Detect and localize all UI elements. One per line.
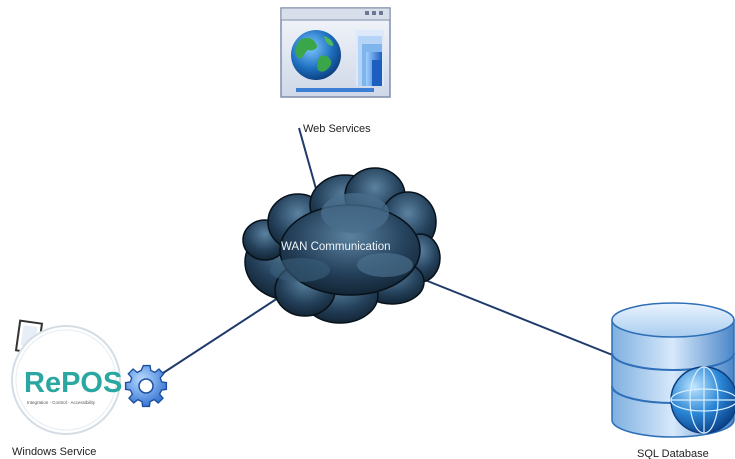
- repos-logo-text: RePOS: [24, 367, 122, 399]
- repos-logo-tagline: Integration · Control · Accessibility: [27, 400, 96, 405]
- connector-wan-sql: [424, 279, 621, 359]
- dark-cloud-icon: [242, 167, 441, 324]
- web-services-label: Web Services: [303, 123, 371, 135]
- repos-monitor-gear-icon: RePOS Integration · Control · Accessibil…: [11, 319, 168, 435]
- sql-database-label: SQL Database: [637, 448, 709, 459]
- windows-service-label: Windows Service: [12, 446, 96, 458]
- connector-wan-windows-service: [159, 297, 279, 376]
- database-cylinder-globe-icon: [611, 302, 735, 438]
- connector-wan-web: [298, 127, 319, 197]
- wan-communication-label: WAN Communication: [281, 241, 391, 253]
- gear-icon: [124, 364, 168, 408]
- browser-window-globe-icon: [280, 7, 391, 98]
